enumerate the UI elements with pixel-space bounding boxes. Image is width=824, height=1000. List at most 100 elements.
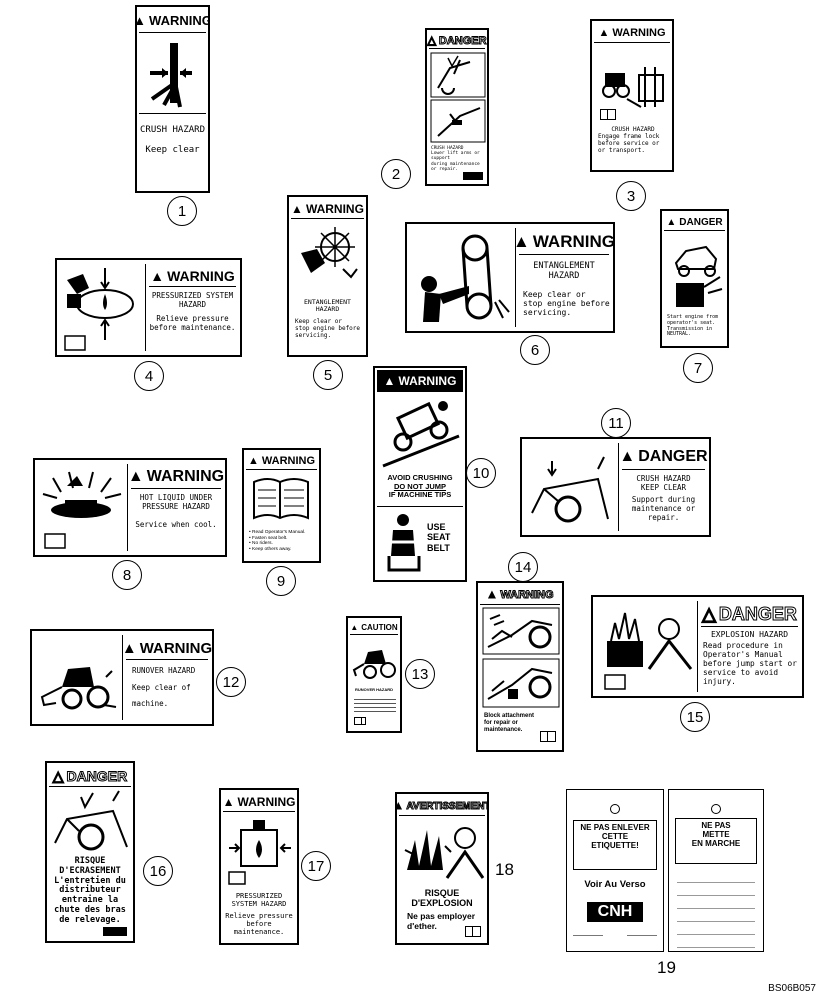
runover-pictogram xyxy=(40,667,117,710)
open-manual-pictogram xyxy=(253,478,309,520)
cnh-logo xyxy=(463,172,483,180)
cnh-logo: CNH xyxy=(587,902,643,922)
decal-header: ▲DANGER xyxy=(619,445,708,470)
decal-header: ▲WARNING xyxy=(480,586,560,605)
callout-5: 5 xyxy=(313,360,343,390)
warning-triangle-icon: ▲ xyxy=(513,232,530,251)
warning-triangle-icon: ▲ xyxy=(137,13,146,28)
callout-13: 13 xyxy=(405,659,435,689)
decal-15: △DANGER EXPLOSION HAZARD Read procedure … xyxy=(591,595,804,698)
decal-header: ▲WARNING xyxy=(377,370,463,392)
rotating-fan-pictogram xyxy=(301,227,358,279)
warning-triangle-icon: ▲ xyxy=(121,639,137,657)
seat-belt-pictogram xyxy=(387,514,421,572)
warning-triangle-icon: ▲ xyxy=(383,374,396,388)
decal-9: ▲WARNING • Read Operator's Manual.• Fast… xyxy=(242,448,321,563)
start-from-seat-pictogram xyxy=(674,245,723,307)
callout-11: 11 xyxy=(601,408,631,438)
lift-arm-pictogram xyxy=(430,52,486,143)
decal-header: ▲WARNING xyxy=(246,453,317,470)
frame-lock-pictogram xyxy=(602,67,664,108)
callout-1: 1 xyxy=(167,196,197,226)
warning-triangle-icon: △ xyxy=(427,35,436,48)
tag-header-box xyxy=(573,820,657,870)
decal-10: ▲WARNING AVOID CRUSHING DO NOT JUMP IF M… xyxy=(373,366,467,582)
callout-17: 17 xyxy=(301,851,331,881)
decal-text: EXPLOSION HAZARD xyxy=(710,630,789,639)
warning-triangle-icon: ▲ xyxy=(247,455,259,467)
callout-12: 12 xyxy=(216,667,246,697)
tag-subtitle: Voir Au Verso xyxy=(584,879,646,890)
tag-hole xyxy=(610,804,620,814)
warning-triangle-icon: △ xyxy=(702,603,717,624)
warning-triangle-icon: ▲ xyxy=(619,448,636,465)
decal-header: △DANGER xyxy=(427,34,487,49)
pressurized-system-pictogram xyxy=(64,268,134,351)
decal-header: △DANGER xyxy=(701,602,798,627)
warning-triangle-icon: ▲ xyxy=(350,622,359,632)
crush-hazard-pictogram xyxy=(150,43,192,108)
decal-13: ▲CAUTION RUNOVER HAZARD xyxy=(346,616,402,733)
decal-header: ▲CAUTION xyxy=(350,620,398,635)
fine-print-lines xyxy=(354,696,396,715)
callout-9: 9 xyxy=(266,566,296,596)
callout-6: 6 xyxy=(520,335,550,365)
decal-text: • Read Operator's Manual.• Fasten seat b… xyxy=(249,530,306,552)
callout-14: 14 xyxy=(508,552,538,582)
callout-18: 18 xyxy=(495,860,514,879)
tag-header-box xyxy=(675,818,757,864)
callout-2: 2 xyxy=(381,159,411,189)
decal-header: ▲WARNING xyxy=(149,266,236,287)
decal-header: ▲WARNING xyxy=(122,637,212,660)
rollover-pictogram xyxy=(382,401,460,468)
warning-triangle-icon: ▲ xyxy=(222,795,235,809)
ether-explosion-pictogram xyxy=(404,827,485,879)
decal-12: ▲WARNING RUNOVER HAZARD Keep clear of ma… xyxy=(30,629,214,726)
manual-book-icon xyxy=(465,926,481,937)
callout-4: 4 xyxy=(134,361,164,391)
tag-hole xyxy=(711,804,721,814)
callout-19: 19 xyxy=(657,958,676,977)
crush-lift-arm-pictogram xyxy=(531,456,609,523)
decal-header: ▲WARNING xyxy=(137,10,208,30)
callout-10: 10 xyxy=(466,458,496,488)
callout-7: 7 xyxy=(683,353,713,383)
decal-header: ▲WARNING xyxy=(291,200,364,219)
manual-book-icon xyxy=(540,731,556,742)
hot-liquid-pictogram xyxy=(42,471,122,549)
manual-book-icon xyxy=(600,109,616,120)
cnh-logo xyxy=(103,927,127,936)
warning-triangle-icon: ▲ xyxy=(397,800,404,812)
decal-header: △DANGER xyxy=(49,766,131,787)
warning-triangle-icon: ▲ xyxy=(127,468,144,485)
warning-triangle-icon: △ xyxy=(52,767,64,784)
tag-writing-lines xyxy=(677,870,755,948)
